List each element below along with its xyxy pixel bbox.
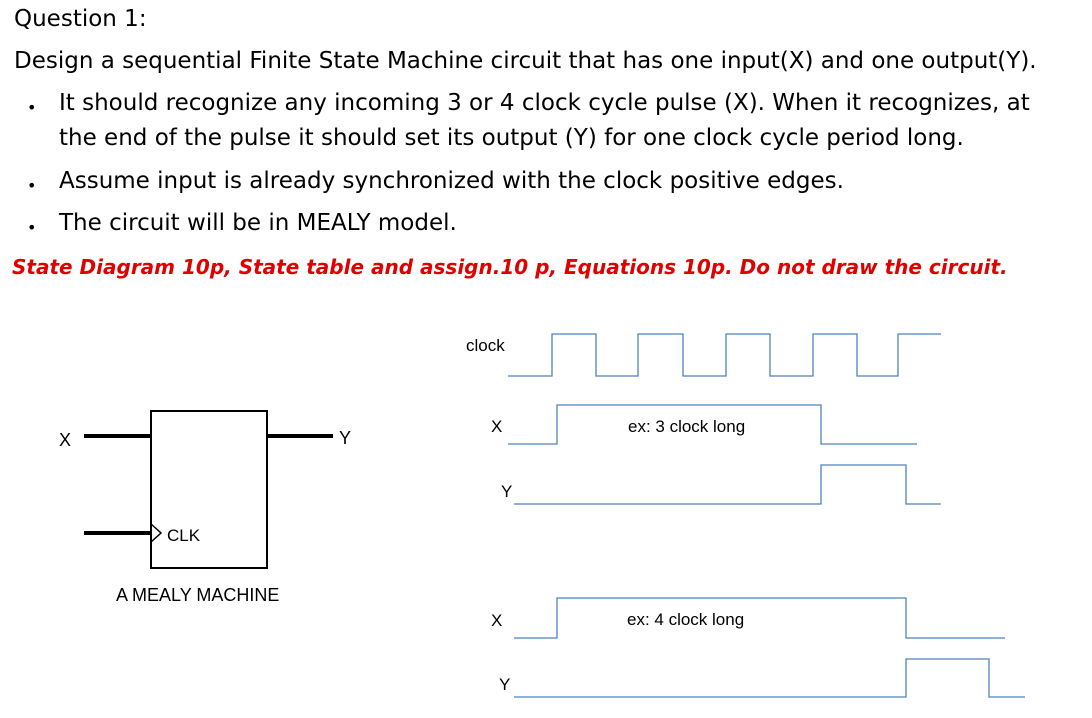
mealy-block-diagram: X Y CLK A MEALY MACHINE <box>59 410 351 605</box>
bullet-marker: • <box>27 176 37 195</box>
y-label-example-2: Y <box>499 675 510 694</box>
timing-diagrams <box>508 333 1025 698</box>
input-x-label: X <box>59 430 71 450</box>
clock-label: clock <box>466 336 505 355</box>
output-y-label: Y <box>339 428 351 448</box>
timing-labels: clock X ex: 3 clock long Y X ex: 4 clock… <box>466 336 745 694</box>
x-waveform-4-clock <box>514 597 1005 639</box>
x-label-example-1: X <box>491 417 502 436</box>
bullet-2: Assume input is already synchronized wit… <box>59 168 844 194</box>
y-waveform-4-clock <box>514 658 1025 698</box>
block-caption: A MEALY MACHINE <box>116 585 279 605</box>
y-waveform-3-clock <box>514 464 941 505</box>
grading-note: State Diagram 10p, State table and assig… <box>12 255 1008 279</box>
bullet-1-line-2: the end of the pulse it should set its o… <box>59 125 964 151</box>
example-1-note: ex: 3 clock long <box>628 417 745 436</box>
machine-box <box>150 410 268 569</box>
clock-waveform <box>508 333 941 377</box>
question-lead: Design a sequential Finite State Machine… <box>14 48 1037 74</box>
bullet-marker: • <box>27 218 37 237</box>
example-2-note: ex: 4 clock long <box>627 610 744 629</box>
bullet-3: The circuit will be in MEALY model. <box>59 210 457 236</box>
x-waveform-3-clock <box>508 404 917 445</box>
clk-label: CLK <box>167 526 201 545</box>
question-title: Question 1: <box>14 6 147 32</box>
bullet-marker: • <box>27 98 37 117</box>
y-label-example-1: Y <box>501 482 512 501</box>
clock-triangle <box>150 523 163 543</box>
x-label-example-2: X <box>491 611 502 630</box>
bullet-1-line-1: It should recognize any incoming 3 or 4 … <box>59 90 1030 116</box>
